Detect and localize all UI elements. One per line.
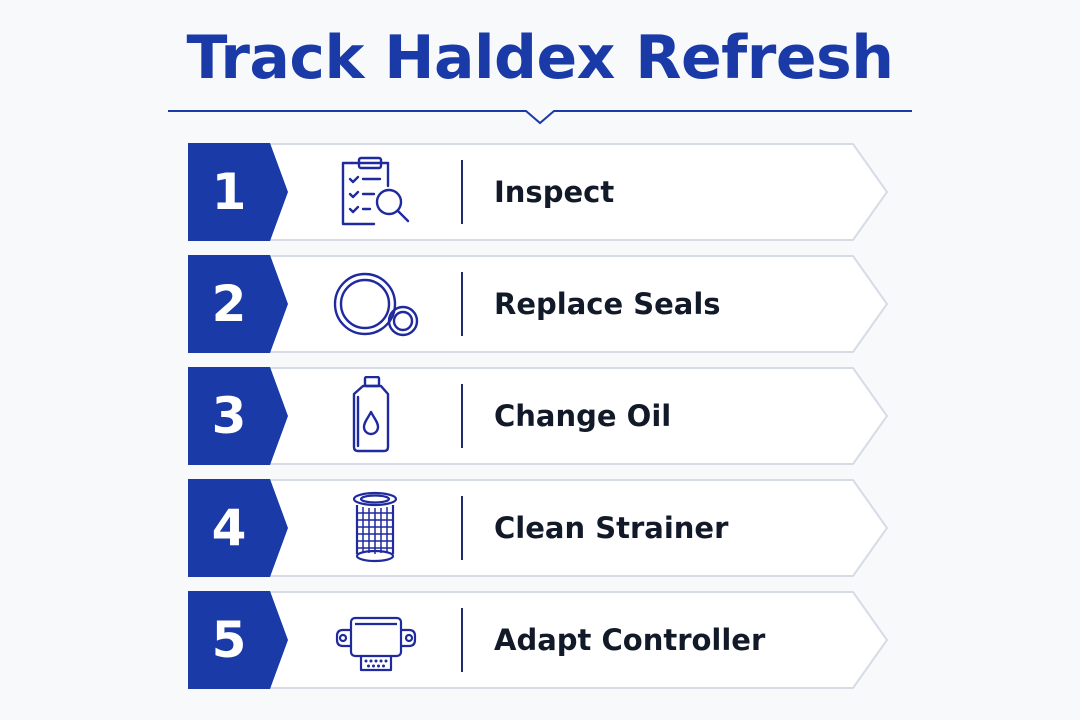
step-number: 2 (211, 275, 247, 333)
step-card (188, 367, 889, 465)
step-number: 3 (211, 387, 247, 445)
step-5: 5 Adapt Controller (188, 591, 890, 689)
step-separator (461, 272, 463, 336)
step-number: 5 (211, 611, 247, 669)
step-card (188, 591, 889, 689)
step-label: Replace Seals (494, 287, 721, 321)
step-label: Adapt Controller (494, 623, 766, 657)
clipboard-magnifier-icon (341, 156, 410, 226)
page-title: Track Haldex Refresh (186, 23, 894, 93)
step-card (188, 255, 889, 353)
strainer-filter-icon (352, 491, 398, 563)
step-label: Inspect (494, 175, 615, 209)
step-separator (461, 496, 463, 560)
step-card (188, 479, 889, 577)
seal-rings-icon (333, 272, 419, 337)
step-number: 4 (211, 499, 247, 557)
step-2: 2 Replace Seals (188, 255, 890, 353)
oil-bottle-icon (352, 376, 390, 453)
step-number: 1 (211, 163, 247, 221)
step-separator (461, 160, 463, 224)
step-separator (461, 384, 463, 448)
step-label: Change Oil (494, 399, 672, 433)
step-4: 4 Clean Strainer (188, 479, 890, 577)
step-label: Clean Strainer (494, 511, 729, 545)
step-card (188, 143, 889, 241)
step-1: 1 Inspect (188, 143, 890, 241)
title-divider (168, 110, 912, 125)
step-separator (461, 608, 463, 672)
control-module-icon (335, 616, 417, 672)
step-3: 3 Change Oil (188, 367, 890, 465)
